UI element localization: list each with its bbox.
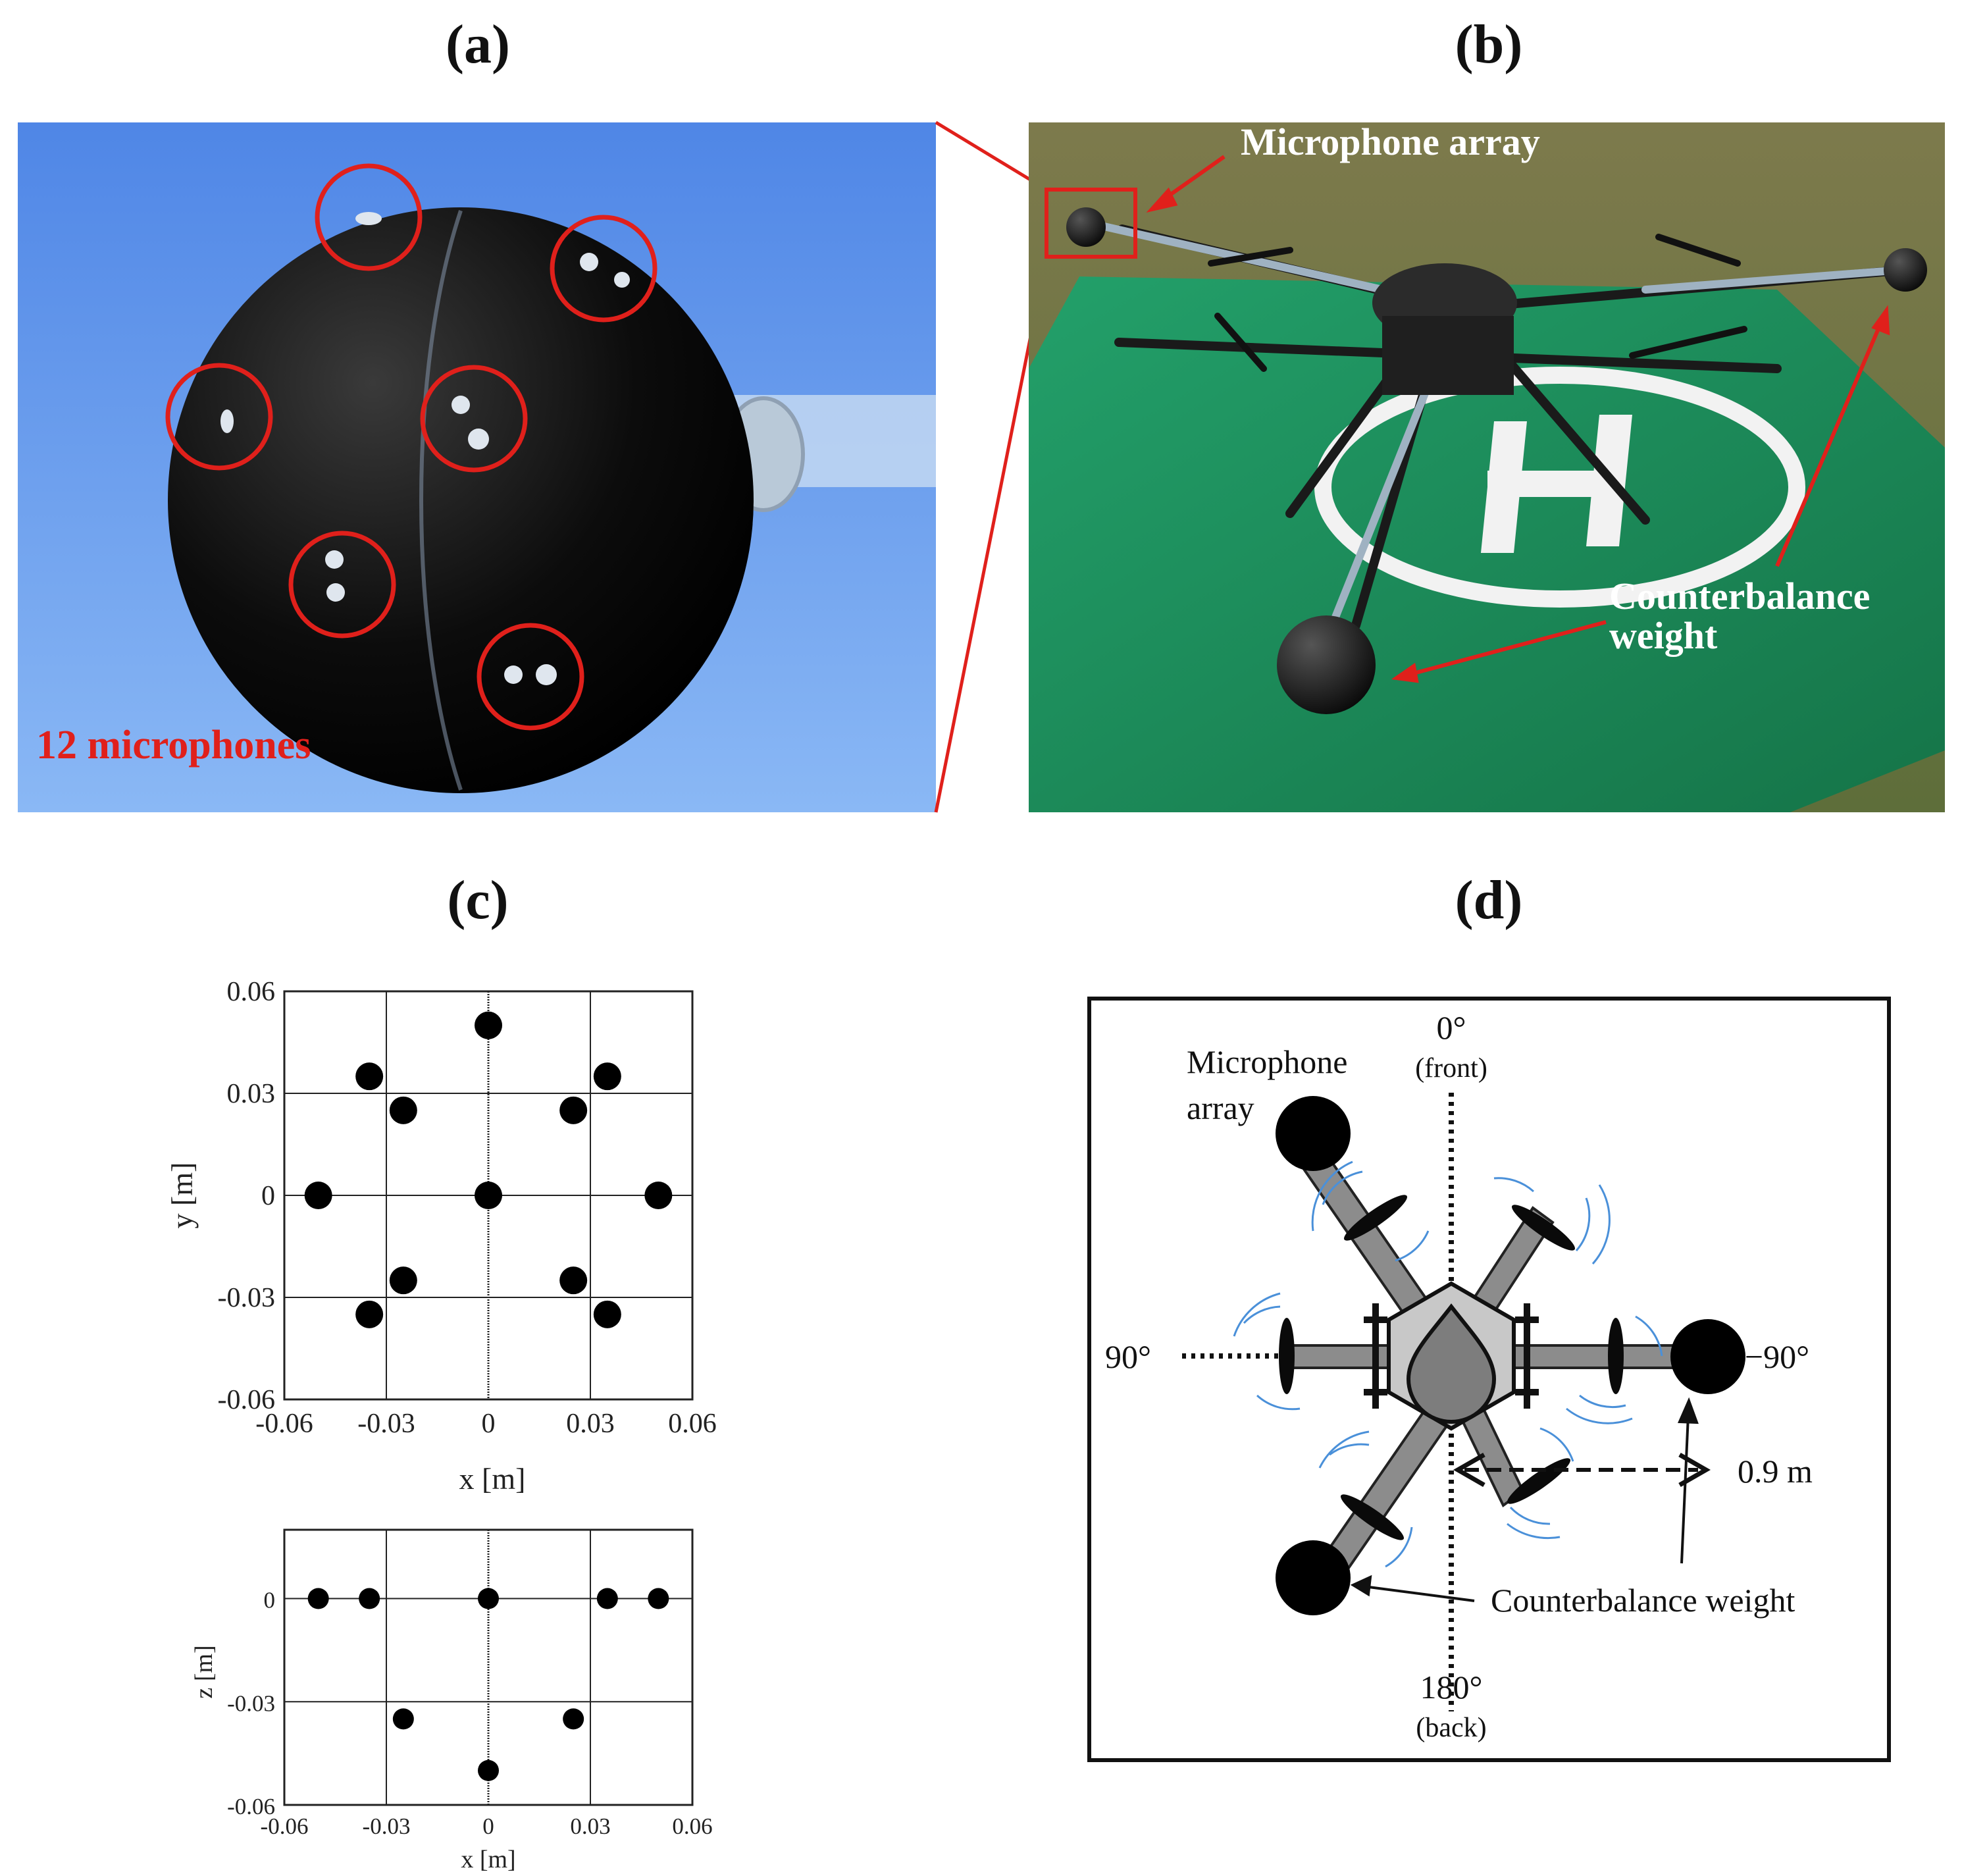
label-distance: 0.9 m <box>1738 1453 1813 1490</box>
drone-counterbalance-top <box>1884 248 1927 292</box>
label-left-angle: 90° <box>1105 1338 1151 1375</box>
data-point <box>648 1588 669 1609</box>
caption-12-microphones: 12 microphones <box>36 723 311 768</box>
xy-plot-frame <box>283 990 694 1401</box>
y-tick-label: -0.03 <box>218 1283 276 1313</box>
photo-microphone-sphere: 12 microphones <box>18 122 936 812</box>
xz-x-tick-labels: -0.06 -0.03 0 0.03 0.06 <box>261 1813 713 1839</box>
schematic-counterbalance-bottom <box>1276 1540 1351 1615</box>
panel-label-d: (d) <box>1455 870 1523 931</box>
x-tick-label: -0.03 <box>363 1813 411 1839</box>
schematic-counterbalance-right <box>1670 1319 1745 1394</box>
photo-drone: Microphone array Counterbalance weight <box>1029 120 1945 812</box>
data-point <box>475 1011 502 1039</box>
data-point <box>355 1300 384 1328</box>
counterbalance-arrows <box>1350 1397 1699 1602</box>
drone-microphone-array <box>1066 207 1106 247</box>
x-tick-label: -0.03 <box>357 1409 415 1439</box>
label-weight: weight <box>1609 614 1718 657</box>
label-counterbalance-weight: Counterbalance weight <box>1491 1582 1795 1619</box>
microphone-capsules <box>220 212 630 685</box>
xy-points <box>304 1011 673 1328</box>
x-tick-label: -0.06 <box>255 1409 313 1439</box>
panel-label-b: (b) <box>1455 14 1523 75</box>
propeller-rotation-arcs <box>1233 1160 1663 1568</box>
xz-points <box>307 1588 669 1781</box>
xz-y-tick-labels: 0 -0.03 -0.06 <box>227 1588 275 1820</box>
xz-x-axis-label: x [m] <box>461 1846 515 1873</box>
y-tick-label: 0 <box>261 1181 275 1211</box>
x-tick-label: -0.06 <box>261 1813 309 1839</box>
label-back-angle: 180° <box>1420 1669 1483 1706</box>
x-tick-label: 0.03 <box>570 1813 610 1839</box>
x-tick-label: 0.03 <box>566 1409 615 1439</box>
microphone-array-highlight-box <box>1045 188 1137 259</box>
chart-xz: -0.06 -0.03 0 0.03 0.06 0 -0.03 -0.06 x [m] z … <box>190 1528 713 1873</box>
panel-label-c: (c) <box>447 870 508 931</box>
xy-x-tick-labels: -0.06 -0.03 0 0.03 0.06 <box>255 1409 717 1439</box>
x-tick-label: 0.06 <box>668 1409 717 1439</box>
data-point <box>304 1182 332 1209</box>
xy-x-axis-label: x [m] <box>459 1462 526 1496</box>
x-tick-label: 0.06 <box>672 1813 712 1839</box>
drone-schematic: 0° (front) 180° (back) 90° −90° Micropho… <box>1087 997 1891 1762</box>
data-point <box>593 1062 621 1091</box>
panel-label-a: (a) <box>446 14 510 75</box>
label-right-angle: −90° <box>1745 1338 1809 1375</box>
data-point <box>355 1062 384 1091</box>
microphone-sphere <box>168 207 754 793</box>
xy-y-axis-label: y [m] <box>165 1162 199 1229</box>
data-point <box>478 1588 499 1609</box>
xz-plot-frame <box>283 1528 694 1806</box>
label-microphone: Microphone <box>1187 1043 1347 1080</box>
y-tick-label: -0.06 <box>218 1385 276 1415</box>
data-point <box>475 1182 502 1209</box>
label-array: array <box>1187 1089 1254 1126</box>
data-point <box>392 1708 414 1730</box>
data-point <box>559 1266 588 1295</box>
data-point <box>559 1096 588 1124</box>
schematic-microphone-array <box>1276 1096 1351 1171</box>
data-point <box>389 1266 417 1295</box>
data-point <box>563 1708 584 1730</box>
distance-arrow <box>1453 1452 1711 1488</box>
microphone-highlight-circles <box>165 163 658 731</box>
y-tick-label: 0 <box>264 1588 276 1613</box>
data-point <box>307 1588 329 1609</box>
xz-y-axis-label: z [m] <box>190 1645 218 1698</box>
drone-hub-dome <box>1406 1303 1497 1424</box>
data-point <box>593 1300 621 1328</box>
propellers <box>1279 1195 1624 1540</box>
y-tick-label: 0.06 <box>227 977 276 1007</box>
label-counterbalance: Counterbalance <box>1609 575 1870 617</box>
data-point <box>596 1588 618 1609</box>
data-point <box>644 1182 673 1209</box>
zoom-connector-lines <box>934 120 1048 813</box>
data-point <box>389 1096 417 1124</box>
y-tick-label: -0.06 <box>227 1794 275 1819</box>
label-front-word: (front) <box>1415 1053 1487 1083</box>
label-back-word: (back) <box>1416 1713 1486 1743</box>
y-tick-label: -0.03 <box>227 1690 275 1716</box>
label-front-angle: 0° <box>1437 1009 1466 1046</box>
y-tick-label: 0.03 <box>227 1079 276 1109</box>
data-point <box>359 1588 380 1609</box>
x-tick-label: 0 <box>482 1813 494 1839</box>
data-point <box>478 1759 499 1781</box>
xz-gridlines <box>284 1530 692 1805</box>
label-microphone-array: Microphone array <box>1241 120 1540 163</box>
drone-counterbalance-front <box>1277 615 1376 714</box>
x-tick-label: 0 <box>482 1409 496 1439</box>
motor-brackets <box>1364 1303 1539 1409</box>
xy-y-tick-labels: -0.06 -0.03 0 0.03 0.06 <box>218 977 276 1415</box>
